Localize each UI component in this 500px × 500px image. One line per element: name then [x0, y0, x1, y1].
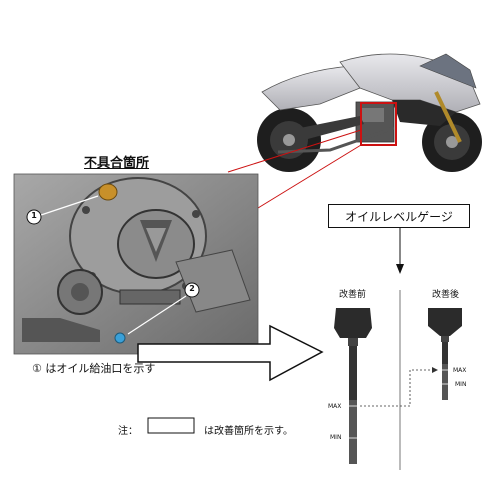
engine-detail-photo [13, 173, 259, 355]
note-legend-box [147, 417, 195, 434]
gauge-before-head [334, 308, 372, 338]
big-arrow [137, 324, 324, 382]
footrest [22, 318, 100, 342]
gauge-after-head [428, 308, 462, 336]
gauge-after [428, 308, 462, 400]
callout-2-circle [184, 282, 200, 298]
rear-seat-cowl [261, 65, 361, 111]
defect-location-title: 不具合箇所 [84, 156, 150, 171]
before-min-marker: MIN [330, 434, 342, 441]
callout-1-circle [26, 209, 42, 225]
before-label: 改善前 [339, 290, 367, 300]
oil-filler-caption: ① はオイル給油口を示す [32, 362, 156, 375]
after-max-marker: MAX [453, 367, 467, 374]
leader-line-top [227, 129, 362, 173]
oil-level-gauge-title: オイルレベルゲージ [328, 204, 470, 228]
before-max-marker: MAX [328, 403, 342, 410]
callout-1-label: 1 [31, 211, 37, 220]
motorcycle-image [257, 53, 482, 172]
engine-highlight-box [360, 102, 397, 146]
after-label: 改善後 [432, 290, 460, 300]
windscreen [419, 53, 477, 89]
exhaust [277, 126, 395, 154]
front-fork [434, 91, 462, 143]
note-label: 注： [118, 426, 138, 437]
lower-fairing [392, 100, 456, 126]
callout-2-label: 2 [189, 284, 195, 293]
swingarm [300, 116, 364, 140]
leader-line-bottom [257, 144, 362, 209]
note-text: は改善箇所を示す。 [204, 426, 293, 437]
oil-level-gauge-location [114, 332, 126, 344]
gauge-before [334, 308, 372, 464]
after-min-marker: MIN [455, 381, 467, 388]
oil-filler-cap [98, 183, 118, 201]
max-comparison-leader [360, 369, 436, 407]
